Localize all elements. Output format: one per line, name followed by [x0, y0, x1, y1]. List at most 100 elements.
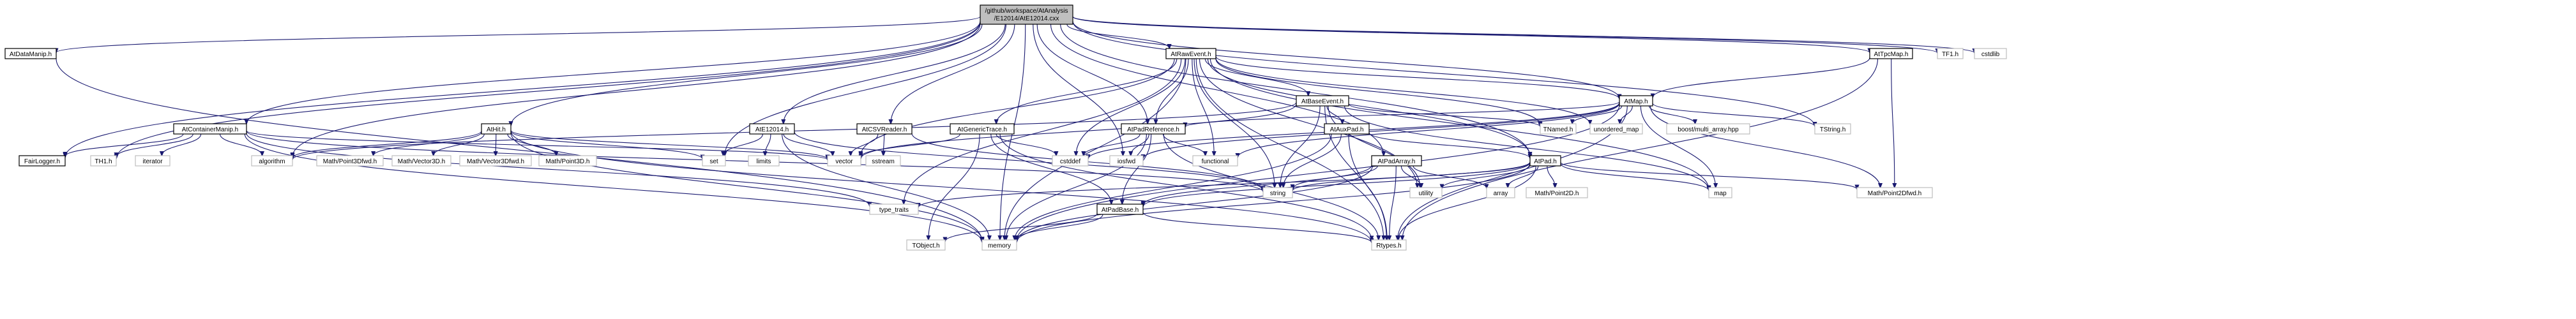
edge-ate12014-cxx-to-set	[725, 24, 1006, 156]
node-iosfwd: iosfwd	[1109, 155, 1144, 167]
node-atpadbase-h[interactable]: AtPadBase.h	[1096, 204, 1144, 215]
root-file-label-line: /github/workspace/AtAnalysis	[985, 8, 1068, 15]
node-ate12014-h[interactable]: AtE12014.h	[749, 123, 795, 135]
node-atpadarray-h[interactable]: AtPadArray.h	[1371, 155, 1422, 167]
node-box-atrawevent-h	[1165, 48, 1216, 59]
node-atcsvreader-h[interactable]: AtCSVReader.h	[856, 123, 913, 135]
node-atbaseevent-h[interactable]: AtBaseEvent.h	[1296, 95, 1349, 107]
node-box-iterator	[135, 155, 170, 167]
edge-atpad-h-to-type-traits	[918, 161, 1531, 207]
node-label-tobject-h: TObject.h	[912, 242, 939, 249]
node-box-tnamed-h	[1540, 123, 1577, 135]
edge-atrawevent-h-to-memory	[1004, 58, 1186, 240]
node-box-atmap-h	[1619, 95, 1653, 107]
node-box-atpadarray-h	[1371, 155, 1422, 167]
edge-atpad-h-to-utility	[1442, 165, 1531, 188]
node-box-atauxpad-h	[1324, 123, 1370, 135]
node-box-sstream	[865, 155, 901, 167]
edge-athit-h-to-math-vector3d-h	[434, 133, 485, 156]
edge-atpadarray-h-to-atpadbase-h	[1143, 165, 1372, 205]
node-fairlogger-h[interactable]: FairLogger.h	[19, 155, 66, 167]
node-atrawevent-h[interactable]: AtRawEvent.h	[1165, 48, 1216, 59]
edge-atauxpad-h-to-rtypes-h	[1348, 133, 1387, 240]
node-string: string	[1262, 187, 1293, 198]
node-box-functional	[1192, 155, 1238, 167]
edge-ate12014-cxx-to-atcsvreader-h	[891, 24, 1015, 124]
edge-atpadreference-h-to-atpadbase-h	[1122, 133, 1152, 204]
edge-atgenerictrace-h-to-vector	[861, 133, 960, 157]
node-box-th1-h	[90, 155, 117, 167]
edge-atrawevent-h-to-atpad-h	[1207, 58, 1530, 156]
edge-atpad-h-to-rtypes-h	[1398, 165, 1536, 240]
edge-athit-h-to-memory	[510, 132, 982, 241]
node-atdatamanip-h[interactable]: AtDataManip.h	[4, 48, 57, 59]
edge-atbaseevent-h-to-tnamed-h	[1348, 103, 1540, 127]
node-label-ate12014-h: AtE12014.h	[755, 126, 789, 133]
node-athit-h[interactable]: AtHit.h	[481, 123, 511, 135]
node-box-vector	[827, 155, 861, 167]
node-math-vector3d-h: Math/Vector3D.h	[391, 155, 451, 167]
node-atpad-h[interactable]: AtPad.h	[1529, 155, 1561, 167]
node-label-set: set	[709, 158, 718, 165]
edge-atcontainermanip-h-to-type-traits	[246, 133, 870, 207]
node-atgenerictrace-h[interactable]: AtGenericTrace.h	[950, 123, 1015, 135]
node-label-athit-h: AtHit.h	[487, 126, 506, 133]
node-label-sstream: sstream	[872, 158, 895, 165]
edge-ate12014-h-to-set	[724, 133, 763, 156]
edge-atbaseevent-h-to-vector	[861, 103, 1297, 159]
edge-atmap-h-to-boost-multi-array-hpp	[1649, 105, 1695, 124]
node-box-ate12014-h	[749, 123, 795, 135]
edge-atpadbase-h-to-rtypes-h	[1142, 212, 1372, 243]
edge-athit-h-to-vector	[510, 130, 828, 160]
edge-athit-h-to-algorithm	[292, 131, 482, 158]
node-tf1-h: TF1.h	[1937, 48, 1964, 59]
edge-atpadreference-h-to-cstddef	[1084, 133, 1140, 156]
node-box-atbaseevent-h	[1296, 95, 1349, 107]
edge-atpadbase-h-to-memory	[1017, 214, 1103, 240]
node-atcontainermanip-h[interactable]: AtContainerManip.h	[173, 123, 247, 135]
node-box-memory	[981, 239, 1017, 251]
node-box-boost-multi-array-hpp	[1666, 123, 1750, 135]
edge-atpad-h-to-map	[1560, 163, 1709, 190]
node-label-type-traits: type_traits	[879, 207, 909, 214]
node-math-point2dfwd-h: Math/Point2Dfwd.h	[1856, 187, 1933, 198]
edge-atpadreference-h-to-memory	[1006, 133, 1147, 240]
node-memory: memory	[981, 239, 1017, 251]
node-box-atpadbase-h	[1096, 204, 1144, 215]
node-th1-h: TH1.h	[90, 155, 117, 167]
node-attpcmap-h[interactable]: AtTpcMap.h	[1869, 48, 1913, 59]
edge-atrawevent-h-to-map	[1209, 58, 1709, 189]
node-vector: vector	[827, 155, 861, 167]
edge-atpad-h-to-math-point2dfwd-h	[1560, 161, 1857, 189]
node-box-math-vector3d-h	[391, 155, 451, 167]
node-array: array	[1486, 187, 1515, 198]
edge-ate12014-cxx-to-atcontainermanip-h	[246, 21, 981, 124]
edge-atpad-h-to-memory	[1017, 163, 1531, 242]
node-box-algorithm	[251, 155, 293, 167]
edge-ate12014-cxx-to-athit-h	[511, 24, 983, 126]
node-algorithm: algorithm	[251, 155, 293, 167]
edge-atrawevent-h-to-utility	[1199, 58, 1418, 188]
node-label-fairlogger-h: FairLogger.h	[24, 158, 60, 165]
node-math-vector3dfwd-h: Math/Vector3Dfwd.h	[459, 155, 532, 167]
node-atauxpad-h[interactable]: AtAuxPad.h	[1324, 123, 1370, 135]
node-cstddef: cstddef	[1052, 155, 1089, 167]
node-label-utility: utility	[1419, 190, 1434, 197]
node-label-atgenerictrace-h: AtGenericTrace.h	[957, 126, 1007, 133]
node-label-atcontainermanip-h: AtContainerManip.h	[182, 126, 238, 133]
node-label-map: map	[1714, 190, 1727, 197]
node-iterator: iterator	[135, 155, 170, 167]
node-box-math-point2d-h	[1526, 187, 1588, 198]
edge-athit-h-to-math-point3dfwd-h	[374, 131, 482, 156]
edge-atauxpad-h-to-string	[1284, 133, 1342, 188]
node-tnamed-h: TNamed.h	[1540, 123, 1577, 135]
node-type-traits: type_traits	[869, 204, 919, 215]
node-label-functional: functional	[1202, 158, 1229, 165]
node-math-point3d-h: Math/Point3D.h	[538, 155, 597, 167]
edge-ate12014-cxx-to-atdatamanip-h	[56, 16, 981, 53]
root-file-label-line: /E12014/AtE12014.cxx	[994, 15, 1059, 22]
edge-atpad-h-to-math-point2d-h	[1547, 165, 1555, 188]
node-label-atbaseevent-h: AtBaseEvent.h	[1301, 98, 1344, 105]
node-atmap-h[interactable]: AtMap.h	[1619, 95, 1653, 107]
node-atpadreference-h[interactable]: AtPadReference.h	[1121, 123, 1186, 135]
